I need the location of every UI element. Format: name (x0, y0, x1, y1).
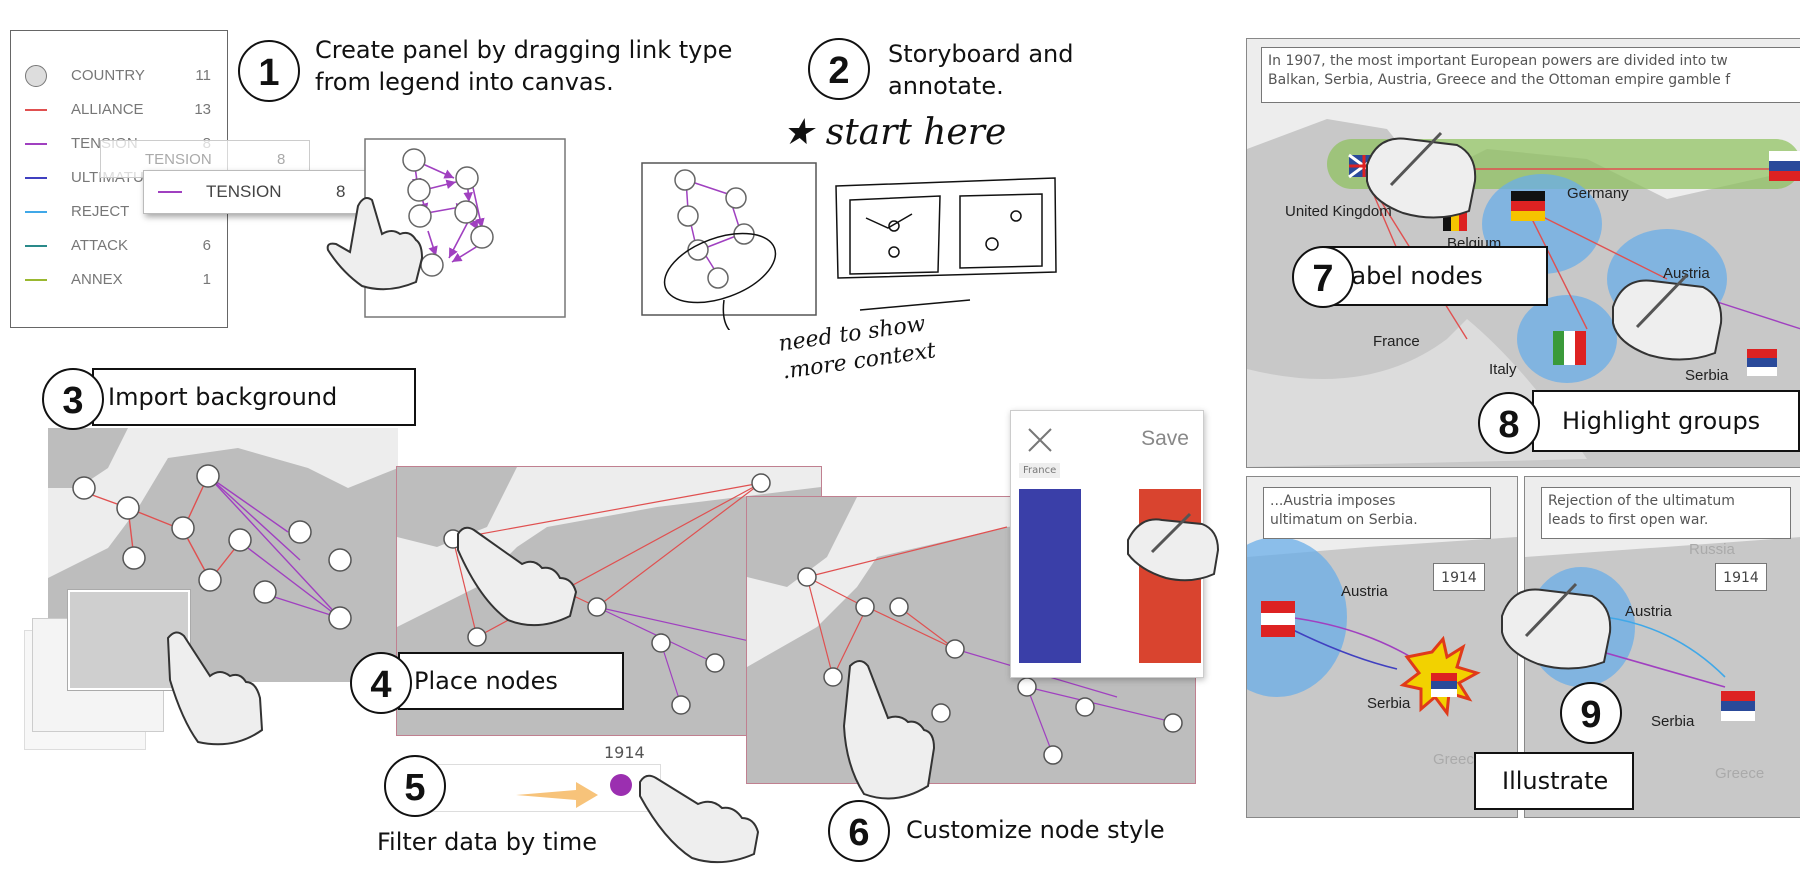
story-year-badge: 1914 (1433, 563, 1485, 591)
label-austria: Austria (1625, 603, 1672, 620)
label-austria: Austria (1341, 583, 1388, 600)
step-6-number: 6 (828, 800, 890, 862)
step-9-number: 9 (1560, 682, 1622, 744)
legend-row-country[interactable]: COUNTRY 11 (11, 63, 227, 89)
chip-label: TENSION (206, 182, 282, 201)
step-7-text: Label nodes (1338, 262, 1483, 290)
legend-row-alliance[interactable]: ALLIANCE 13 (11, 97, 227, 123)
legend-count: 11 (195, 67, 211, 84)
storyboard-sketch[interactable] (640, 160, 1060, 330)
tension-swatch (158, 191, 182, 193)
hand-pen-icon (1127, 512, 1220, 582)
step-3-label-box: Import background (92, 368, 416, 426)
legend-count: 1 (202, 271, 211, 288)
node-tag: France (1019, 463, 1061, 478)
close-icon[interactable] (1027, 427, 1053, 453)
step-9-text: Illustrate (1502, 767, 1609, 795)
label-serbia: Serbia (1685, 367, 1729, 384)
hand-pen-icon (1501, 582, 1612, 670)
tension-swatch (25, 143, 47, 145)
step-4-number: 4 (350, 652, 412, 714)
label-greece: Greece (1715, 765, 1765, 782)
label-russia: Russia (1689, 541, 1735, 558)
legend-count: 6 (202, 237, 211, 254)
step-8-number: 8 (1478, 392, 1540, 454)
step-4-label-box: Place nodes (398, 652, 624, 710)
legend-count: 13 (194, 101, 211, 118)
story-map-bottom-left (1247, 537, 1517, 817)
time-slider-year: 1914 (600, 743, 649, 762)
save-button[interactable]: Save (1141, 427, 1189, 450)
step-2-text-line1: Storyboard and (888, 40, 1074, 68)
story-caption-bottom-right: Rejection of the ultimatum leads to firs… (1541, 487, 1791, 539)
legend-row-attack[interactable]: ATTACK 6 (11, 233, 227, 259)
step-2-number: 2 (808, 38, 870, 100)
legend-label: ATTACK (71, 237, 128, 254)
story-caption-top: In 1907, the most important European pow… (1261, 47, 1800, 103)
hand-pen-icon (1366, 131, 1477, 219)
step-8-label-box: Highlight groups (1532, 390, 1800, 452)
step-4-text: Place nodes (414, 667, 558, 695)
label-united-kingdom: United Kingdom (1285, 203, 1392, 220)
hand-pointer-icon (842, 660, 936, 800)
step-1-text-line2: from legend into canvas. (315, 68, 614, 96)
ultimatum-swatch (25, 177, 47, 179)
step-1-text-line1: Create panel by dragging link type (315, 36, 733, 64)
ghost-label: TENSION (145, 151, 212, 168)
story-panel-bottom-left[interactable]: ...Austria imposes ultimatum on Serbia. … (1246, 476, 1518, 818)
story-caption-top-line1: In 1907, the most important European pow… (1268, 53, 1728, 69)
story-caption-br-line2: leads to first open war. (1548, 512, 1709, 528)
story-caption-bottom-left: ...Austria imposes ultimatum on Serbia. (1263, 487, 1491, 539)
attack-swatch (25, 245, 47, 247)
legend-row-reject[interactable]: REJECT (11, 199, 227, 225)
label-italy: Italy (1489, 361, 1517, 378)
time-slider-handle[interactable] (610, 774, 632, 796)
tension-drag-chip[interactable]: TENSION 8 (143, 170, 375, 214)
hand-pointer-icon (326, 197, 424, 291)
country-node-icon (25, 65, 47, 87)
story-year-badge: 1914 (1715, 563, 1767, 591)
label-greece: Greece (1433, 751, 1483, 768)
step-7-number: 7 (1292, 246, 1354, 308)
label-serbia: Serbia (1651, 713, 1695, 730)
flag-stripe-white[interactable] (1081, 489, 1139, 663)
step-3-number: 3 (42, 368, 104, 430)
alliance-swatch (25, 109, 47, 111)
hand-pointer-icon (639, 774, 760, 864)
legend-label: REJECT (71, 203, 130, 220)
step-5-number: 5 (384, 755, 446, 817)
flag-stripe-blue[interactable] (1019, 489, 1081, 663)
legend-label: ANNEX (71, 271, 123, 288)
arrow-right-icon (516, 782, 598, 808)
reject-swatch (25, 211, 47, 213)
step-3-text: Import background (108, 383, 338, 411)
hand-pen-icon (1612, 273, 1723, 361)
story-caption-bl-line1: ...Austria imposes (1270, 493, 1396, 509)
step-9-label-box: Illustrate (1474, 752, 1634, 810)
legend-row-annex[interactable]: ANNEX 1 (11, 267, 227, 293)
step-5-text: Filter data by time (377, 828, 598, 856)
sketch-start-here: ★ start here (782, 112, 1007, 153)
ghost-count: 8 (277, 151, 286, 168)
hand-pointer-icon (457, 526, 578, 627)
label-germany: Germany (1567, 185, 1629, 202)
step-8-text: Highlight groups (1562, 407, 1761, 435)
story-panel-top[interactable]: In 1907, the most important European pow… (1246, 38, 1800, 468)
step-7-label-box: Label nodes (1322, 246, 1548, 306)
legend-label: COUNTRY (71, 67, 145, 84)
step-6-text: Customize node style (906, 816, 1165, 844)
story-caption-br-line1: Rejection of the ultimatum (1548, 493, 1735, 509)
node-style-panel: Save France (1010, 410, 1204, 678)
step-1-number: 1 (238, 40, 300, 102)
story-caption-bl-line2: ultimatum on Serbia. (1270, 512, 1418, 528)
step-2-text-line2: annotate. (888, 72, 1004, 100)
legend-label: ALLIANCE (71, 101, 144, 118)
label-austria: Austria (1663, 265, 1710, 282)
hand-pointer-icon (166, 631, 264, 746)
chip-count: 8 (336, 182, 346, 201)
label-serbia: Serbia (1367, 695, 1411, 712)
label-france: France (1373, 333, 1420, 350)
story-caption-top-line2: Balkan, Serbia, Austria, Greece and the … (1268, 72, 1731, 88)
annex-swatch (25, 279, 47, 281)
